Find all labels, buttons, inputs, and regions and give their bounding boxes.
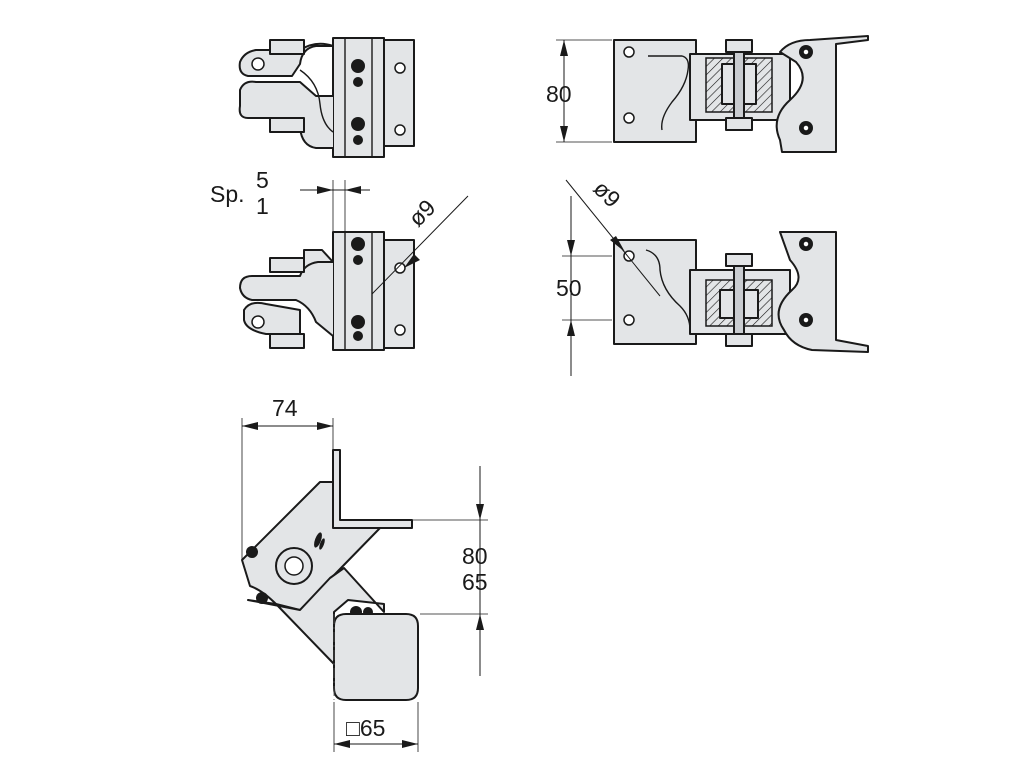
- view-middle-right: 50 ø9: [556, 175, 869, 376]
- view-bottom-corner: 74 80 65 □65: [241, 395, 488, 752]
- dimension-height-50: 50: [556, 275, 582, 301]
- axle-pin: [733, 255, 745, 345]
- bolt-head: [353, 331, 363, 341]
- mounting-hole: [394, 262, 406, 274]
- mounting-plate: [613, 239, 697, 345]
- nut: [269, 333, 305, 349]
- mounting-hole: [394, 324, 406, 336]
- sheet-thickness-5: 5: [256, 167, 269, 193]
- bolt-head: [351, 315, 365, 329]
- nut: [269, 257, 305, 273]
- square-profile: [333, 613, 419, 701]
- pivot-hole: [284, 556, 304, 576]
- rotated-leaf-upper: [241, 481, 381, 611]
- bolt-head: [353, 77, 363, 87]
- dimension-height-65-bottom: 65: [462, 569, 488, 595]
- dimension-height-80: 80: [546, 81, 572, 107]
- bolt-head: [351, 59, 365, 73]
- bolt-head: [246, 546, 258, 558]
- dimension-width-74: 74: [272, 395, 298, 421]
- view-top-left: [238, 37, 415, 158]
- view-top-right: 80: [546, 35, 869, 153]
- hinge-leaf: [775, 35, 869, 153]
- nut: [269, 39, 305, 55]
- mounting-hole: [623, 314, 635, 326]
- dimension-height-80-bottom: 80: [462, 543, 488, 569]
- mounting-hole: [623, 250, 635, 262]
- hole-diameter-9-left: ø9: [403, 194, 440, 231]
- dimension-square-65: □65: [346, 715, 385, 741]
- nut: [269, 117, 305, 133]
- bolt-head: [351, 117, 365, 131]
- bolt-head: [353, 135, 363, 145]
- axle-pin: [733, 41, 745, 129]
- nut-top: [725, 39, 753, 53]
- view-middle-left: Sp. 5 1 ø9: [210, 167, 469, 351]
- bolt-head: [314, 532, 322, 548]
- nut-top: [725, 253, 753, 267]
- bolt-head: [351, 237, 365, 251]
- angle-bracket-top: [332, 449, 413, 529]
- pin-hole: [251, 315, 265, 329]
- mounting-hole: [394, 62, 406, 74]
- bolt-head: [353, 255, 363, 265]
- hinge-leaf: [777, 231, 869, 353]
- mounting-hole: [623, 112, 635, 124]
- nut-bottom: [725, 117, 753, 131]
- nut-bottom: [725, 333, 753, 347]
- mounting-hole: [394, 124, 406, 136]
- mounting-hole: [623, 46, 635, 58]
- sheet-thickness-1: 1: [256, 193, 269, 219]
- rotated-leaf-lower: [247, 567, 385, 665]
- pin-hole: [251, 57, 265, 71]
- hole-diameter-9-right: ø9: [588, 175, 625, 212]
- sheet-thickness-label: Sp.: [210, 181, 245, 207]
